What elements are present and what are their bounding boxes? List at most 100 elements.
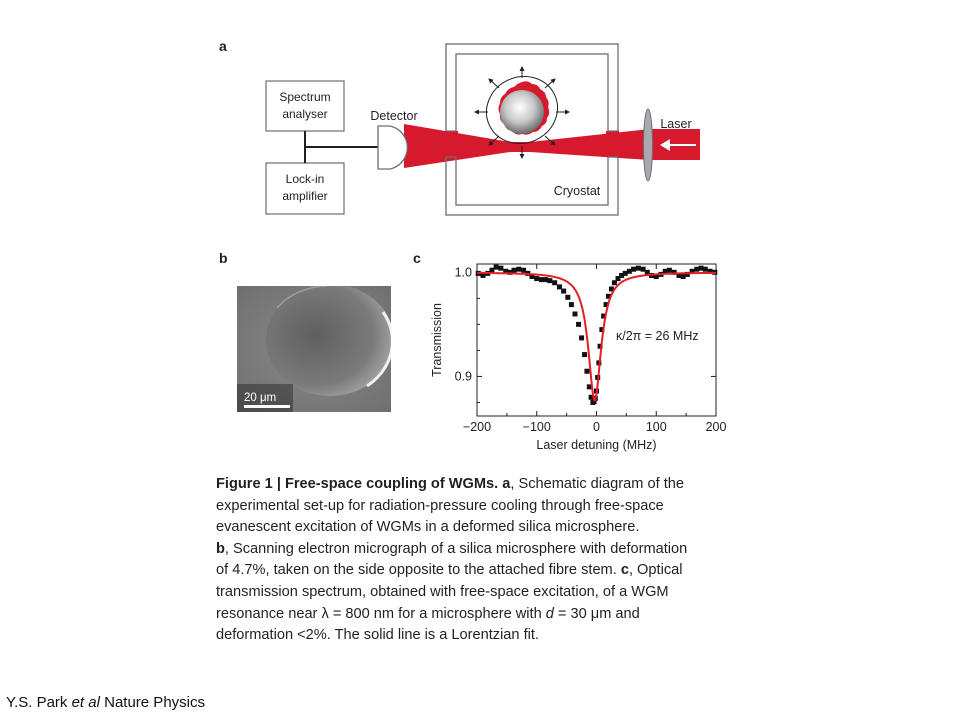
- microsphere-image: [266, 286, 391, 396]
- data-point: [631, 266, 637, 272]
- data-point: [702, 266, 708, 272]
- data-point: [635, 265, 641, 271]
- laser-label: Laser: [660, 117, 691, 131]
- data-point: [671, 269, 677, 275]
- lorentzian-fit-line: [477, 271, 716, 403]
- cryostat-outer: [445, 43, 619, 216]
- data-point: [572, 311, 578, 317]
- caption-text: transmission spectrum, obtained with fre…: [216, 583, 669, 600]
- x-tick-label: −200: [463, 420, 491, 434]
- data-point: [529, 273, 535, 279]
- panel-label-a: a: [219, 38, 227, 54]
- data-point: [611, 280, 617, 286]
- data-point: [579, 335, 585, 341]
- cryostat-label: Cryostat: [554, 184, 601, 198]
- data-point: [493, 264, 499, 270]
- credit-authors: Y.S. Park: [6, 694, 72, 711]
- data-point: [498, 265, 504, 271]
- caption-text: resonance near λ = 800 nm for a microsph…: [216, 605, 546, 622]
- data-point: [707, 268, 713, 274]
- lock-in-label-2: amplifier: [282, 189, 327, 203]
- laser-beam: [404, 124, 700, 168]
- data-point: [586, 384, 592, 390]
- spectrum-analyser-label-2: analyser: [282, 107, 327, 121]
- credit-journal: Nature Physics: [99, 694, 205, 711]
- data-point: [689, 268, 695, 274]
- caption-text: evanescent excitation of WGMs in a defor…: [216, 519, 640, 536]
- data-point: [603, 302, 609, 308]
- focusing-lens: [643, 108, 653, 182]
- data-point: [599, 327, 605, 333]
- data-point: [644, 269, 650, 275]
- scale-bar: [244, 405, 290, 408]
- data-point: [503, 268, 509, 274]
- detector-label: Detector: [370, 109, 417, 123]
- data-point: [694, 266, 700, 272]
- deformation-outline: [486, 75, 558, 145]
- data-point: [662, 268, 668, 274]
- radiation-pressure-arrows: [474, 66, 570, 159]
- caption-text: experimental set-up for radiation-pressu…: [216, 497, 664, 514]
- credit-etal: et al: [71, 694, 100, 711]
- data-point: [640, 266, 646, 272]
- caption-text: , Schematic diagram of the: [510, 476, 684, 492]
- cryostat-inner: [455, 53, 609, 206]
- data-point: [653, 273, 659, 279]
- source-credit: Y.S. Park et al Nature Physics: [6, 694, 205, 711]
- y-tick-label: 1.0: [455, 265, 472, 279]
- figure-caption: Figure 1 | Free-space coupling of WGMs. …: [216, 474, 736, 647]
- data-point: [511, 267, 517, 273]
- data-point: [507, 269, 513, 275]
- caption-text: , Optical: [628, 562, 683, 579]
- data-point: [680, 273, 686, 279]
- data-point: [565, 294, 571, 300]
- lock-in-label-1: Lock-in: [286, 172, 325, 186]
- caption-text: , Scanning electron micrograph of a sili…: [224, 540, 688, 557]
- detector-icon: [377, 125, 408, 170]
- data-point: [597, 343, 603, 349]
- data-point: [480, 272, 486, 278]
- setup-schematic: Spectrum analyser Lock-in amplifier Dete…: [265, 43, 700, 216]
- caption-text: = 30 μm and: [553, 605, 640, 622]
- x-tick-label: 100: [646, 420, 667, 434]
- data-point: [676, 272, 682, 278]
- x-tick-label: −100: [523, 420, 551, 434]
- x-tick-label: 0: [593, 420, 600, 434]
- caption-label-b: b: [216, 540, 225, 557]
- data-point: [552, 280, 558, 286]
- data-point: [576, 321, 582, 327]
- x-axis-label: Laser detuning (MHz): [536, 438, 656, 452]
- x-tick-label: 200: [706, 420, 727, 434]
- data-point: [561, 288, 567, 294]
- linewidth-annotation: κ/2π = 26 MHz: [616, 329, 699, 343]
- data-point: [698, 265, 704, 271]
- data-point: [619, 272, 625, 278]
- data-point: [615, 276, 621, 282]
- lock-in-amplifier-box: [265, 162, 345, 215]
- data-point: [534, 276, 540, 282]
- data-point: [666, 267, 672, 273]
- spectrum-analyser-label-1: Spectrum: [279, 90, 330, 104]
- panel-label-c: c: [413, 250, 421, 266]
- spectrum-analyser-box: [265, 80, 345, 132]
- scale-bar-label: 20 μm: [244, 392, 276, 404]
- data-point: [516, 266, 522, 272]
- data-point: [543, 277, 549, 283]
- data-point: [521, 267, 527, 273]
- data-point: [626, 268, 632, 274]
- data-point: [684, 271, 690, 277]
- data-point: [608, 286, 614, 292]
- caption-text: of 4.7%, taken on the side opposite to t…: [216, 562, 621, 579]
- panel-label-b: b: [219, 250, 228, 266]
- y-axis-label: Transmission: [430, 303, 444, 377]
- data-point: [588, 394, 594, 400]
- data-point: [605, 293, 611, 299]
- data-point: [582, 352, 588, 358]
- microsphere: [500, 90, 544, 134]
- data-point: [591, 398, 597, 404]
- data-point: [584, 368, 590, 374]
- caption-title: Figure 1 | Free-space coupling of WGMs. …: [216, 476, 511, 492]
- caption-label-c: c: [620, 562, 629, 579]
- data-point: [568, 302, 574, 308]
